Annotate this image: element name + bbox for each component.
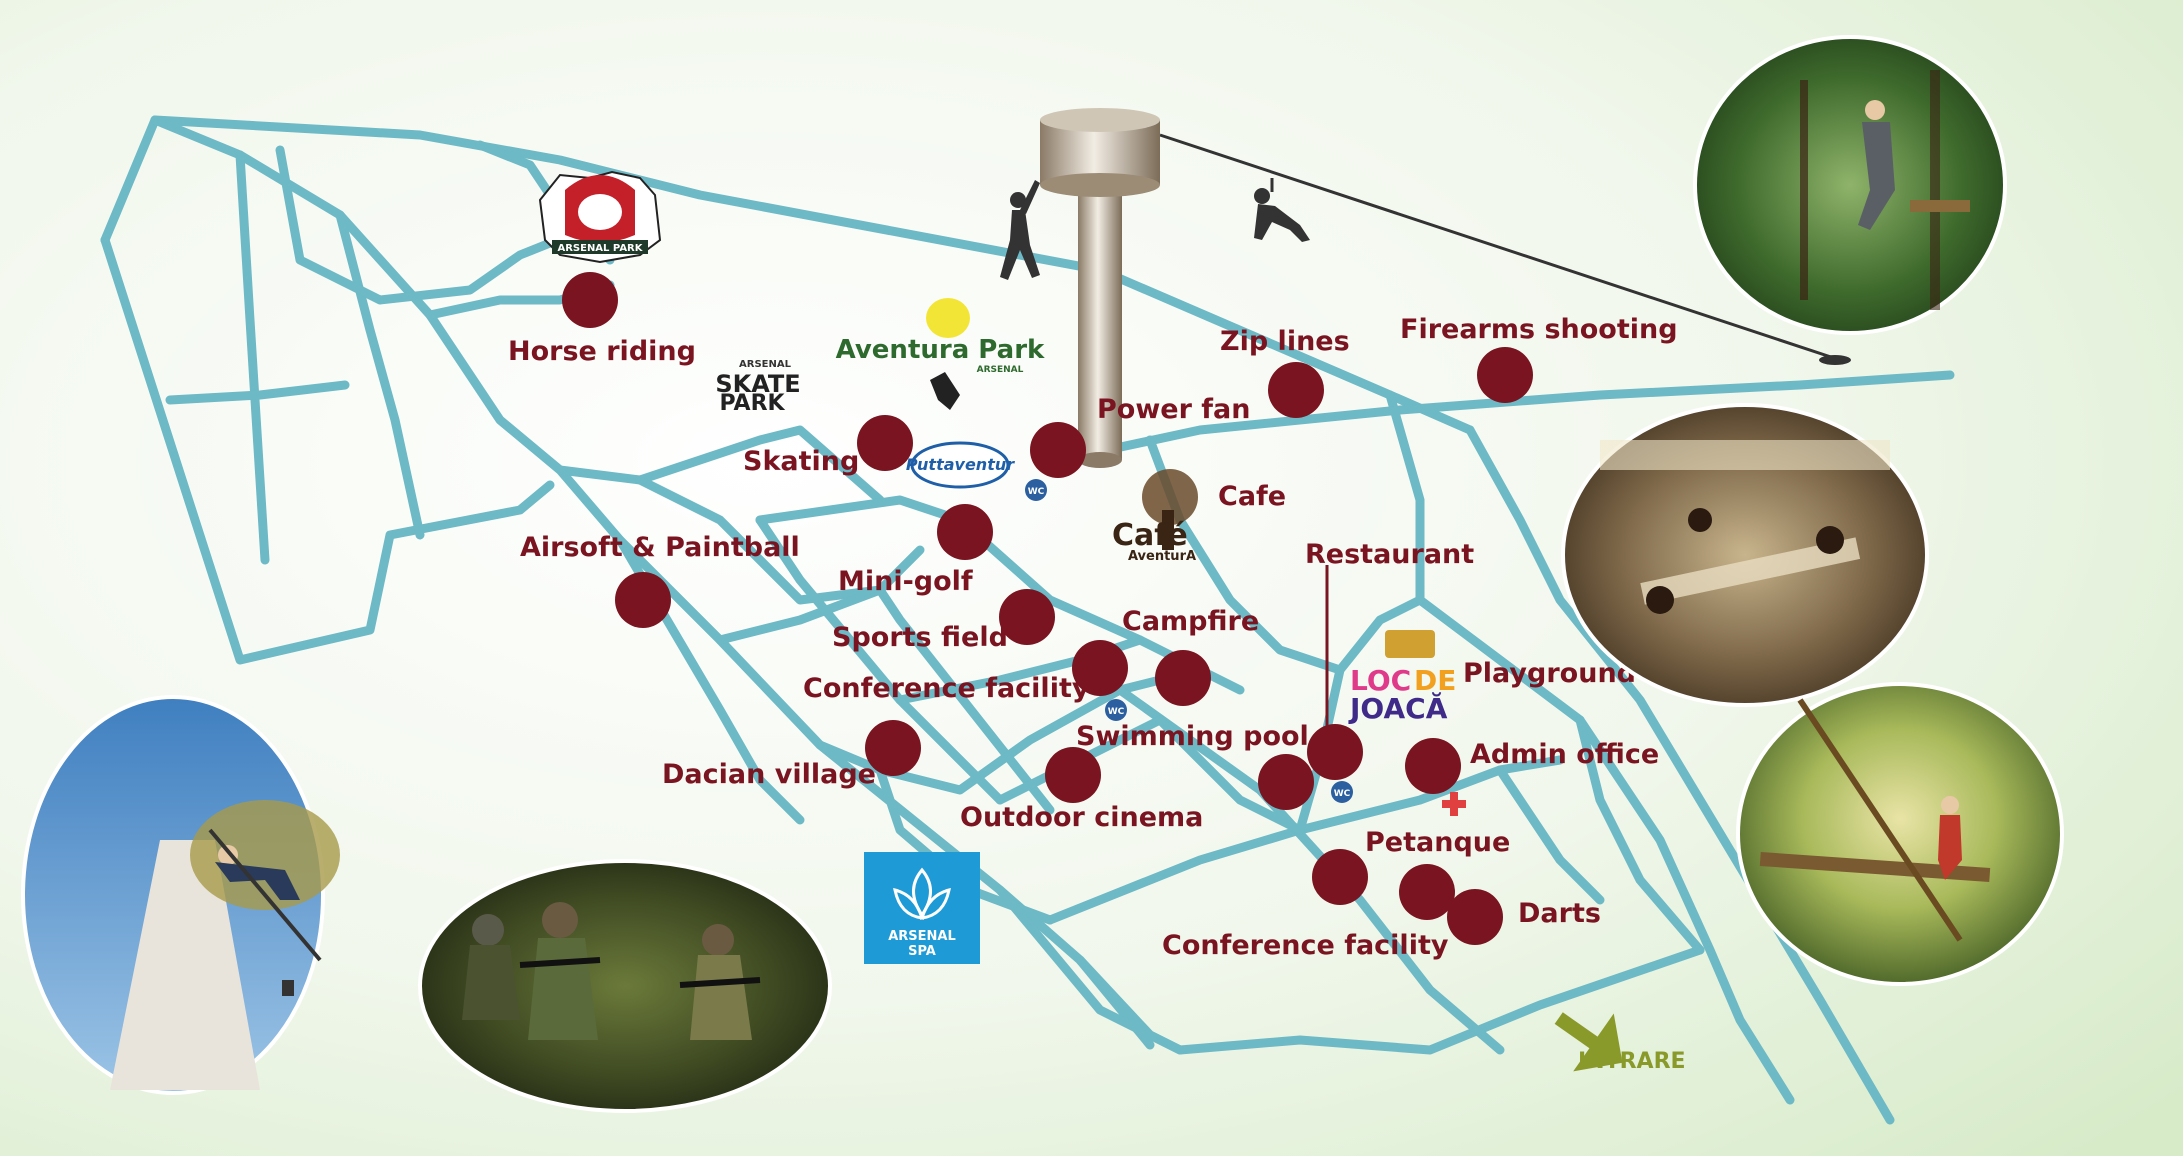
entrance-label: INTRARE (1578, 1049, 1686, 1074)
first-aid-icon (1442, 792, 1466, 816)
label-power-fan: Power fan (1097, 394, 1251, 425)
photo-tower-climber (21, 695, 340, 1095)
road-network (100, 115, 1955, 1125)
label-conference-facility-2: Conference facility (1162, 930, 1449, 961)
svg-text:AventurA: AventurA (1128, 549, 1196, 564)
marker-firearms-shooting[interactable] (1477, 347, 1533, 403)
label-admin-office: Admin office (1470, 739, 1659, 770)
svg-text:WC: WC (1334, 789, 1351, 799)
marker-conference-facility-1[interactable] (1072, 640, 1128, 696)
svg-text:JOACĂ: JOACĂ (1348, 691, 1448, 725)
wc-icon: WC (1025, 479, 1047, 501)
marker-petanque[interactable] (1312, 849, 1368, 905)
svg-text:SPA: SPA (908, 944, 936, 959)
loc-de-joaca-logo: LOC DE JOACĂ (1348, 630, 1456, 725)
zipliner-icon (1254, 178, 1310, 242)
climber-icon (1000, 180, 1040, 280)
label-dacian-village: Dacian village (662, 759, 876, 790)
svg-text:ARSENAL: ARSENAL (977, 365, 1024, 375)
puttaventur-logo: Puttaventur (906, 441, 1015, 489)
label-airsoft-paintball: Airsoft & Paintball (520, 532, 800, 563)
marker-zip-lines[interactable] (1268, 362, 1324, 418)
photo-zipline (1693, 35, 2007, 335)
entrance-marker: INTRARE (1554, 1012, 1686, 1074)
marker-power-fan[interactable] (1030, 422, 1086, 478)
marker-restaurant[interactable] (1307, 724, 1363, 780)
label-skating: Skating (743, 446, 859, 477)
wc-icon: WC (1331, 781, 1353, 803)
svg-text:WC: WC (1108, 707, 1125, 717)
arsenal-park-logo: ARSENAL PARK (538, 170, 662, 264)
marker-mini-golf[interactable] (937, 504, 993, 560)
aventura-park-logo: Aventura Park ARSENAL (836, 298, 1045, 410)
marker-airsoft-paintball[interactable] (615, 572, 671, 628)
marker-dacian-village[interactable] (865, 720, 921, 776)
water-tower (1000, 108, 1851, 468)
label-petanque: Petanque (1365, 827, 1510, 858)
marker-admin-office[interactable] (1405, 738, 1461, 794)
svg-text:ARSENAL: ARSENAL (888, 929, 956, 944)
label-conference-facility-1: Conference facility (803, 673, 1090, 704)
marker-conference-facility-2[interactable] (1399, 864, 1455, 920)
label-horse-riding: Horse riding (508, 336, 696, 367)
label-restaurant: Restaurant (1305, 539, 1474, 570)
attraction-labels: Horse riding Skating Power fan Zip lines… (508, 314, 1678, 961)
svg-text:LOC: LOC (1350, 664, 1411, 697)
label-swimming-pool: Swimming pool (1076, 721, 1309, 752)
label-outdoor-cinema: Outdoor cinema (960, 802, 1203, 833)
marker-horse-riding[interactable] (562, 272, 618, 328)
label-playground: Playground (1463, 658, 1636, 689)
marker-sports-field[interactable] (999, 589, 1055, 645)
photo-airsoft (418, 859, 832, 1113)
marker-swimming-pool[interactable] (1258, 754, 1314, 810)
svg-text:ARSENAL PARK: ARSENAL PARK (557, 243, 643, 254)
svg-text:Café: Café (1112, 518, 1188, 553)
skate-park-logo: ARSENAL SKATE PARK (715, 359, 800, 416)
wc-icon: WC (1105, 699, 1127, 721)
label-cafe: Cafe (1218, 481, 1286, 512)
arsenal-spa-logo: ARSENAL SPA (864, 852, 980, 964)
svg-text:WC: WC (1028, 487, 1045, 497)
marker-darts[interactable] (1447, 889, 1503, 945)
svg-text:PARK: PARK (719, 391, 785, 416)
label-campfire: Campfire (1122, 606, 1259, 637)
entrance-arrow-icon (1554, 1012, 1623, 1072)
label-firearms-shooting: Firearms shooting (1400, 314, 1678, 345)
label-zip-lines: Zip lines (1220, 326, 1350, 357)
svg-text:SKATE: SKATE (715, 370, 800, 398)
photo-rope-course (1736, 682, 2064, 986)
svg-text:DE: DE (1414, 664, 1456, 697)
svg-text:Puttaventur: Puttaventur (906, 455, 1015, 474)
photo-restaurant (1561, 403, 1929, 707)
attraction-markers (562, 272, 1533, 945)
label-darts: Darts (1518, 898, 1601, 929)
marker-outdoor-cinema[interactable] (1045, 747, 1101, 803)
marker-skating[interactable] (857, 415, 913, 471)
cafe-aventura-logo: Café AventurA (1112, 469, 1198, 564)
svg-text:Aventura Park: Aventura Park (836, 335, 1045, 365)
label-sports-field: Sports field (832, 622, 1008, 653)
marker-campfire[interactable] (1155, 650, 1211, 706)
svg-text:ARSENAL: ARSENAL (739, 359, 792, 370)
label-mini-golf: Mini-golf (838, 566, 973, 597)
